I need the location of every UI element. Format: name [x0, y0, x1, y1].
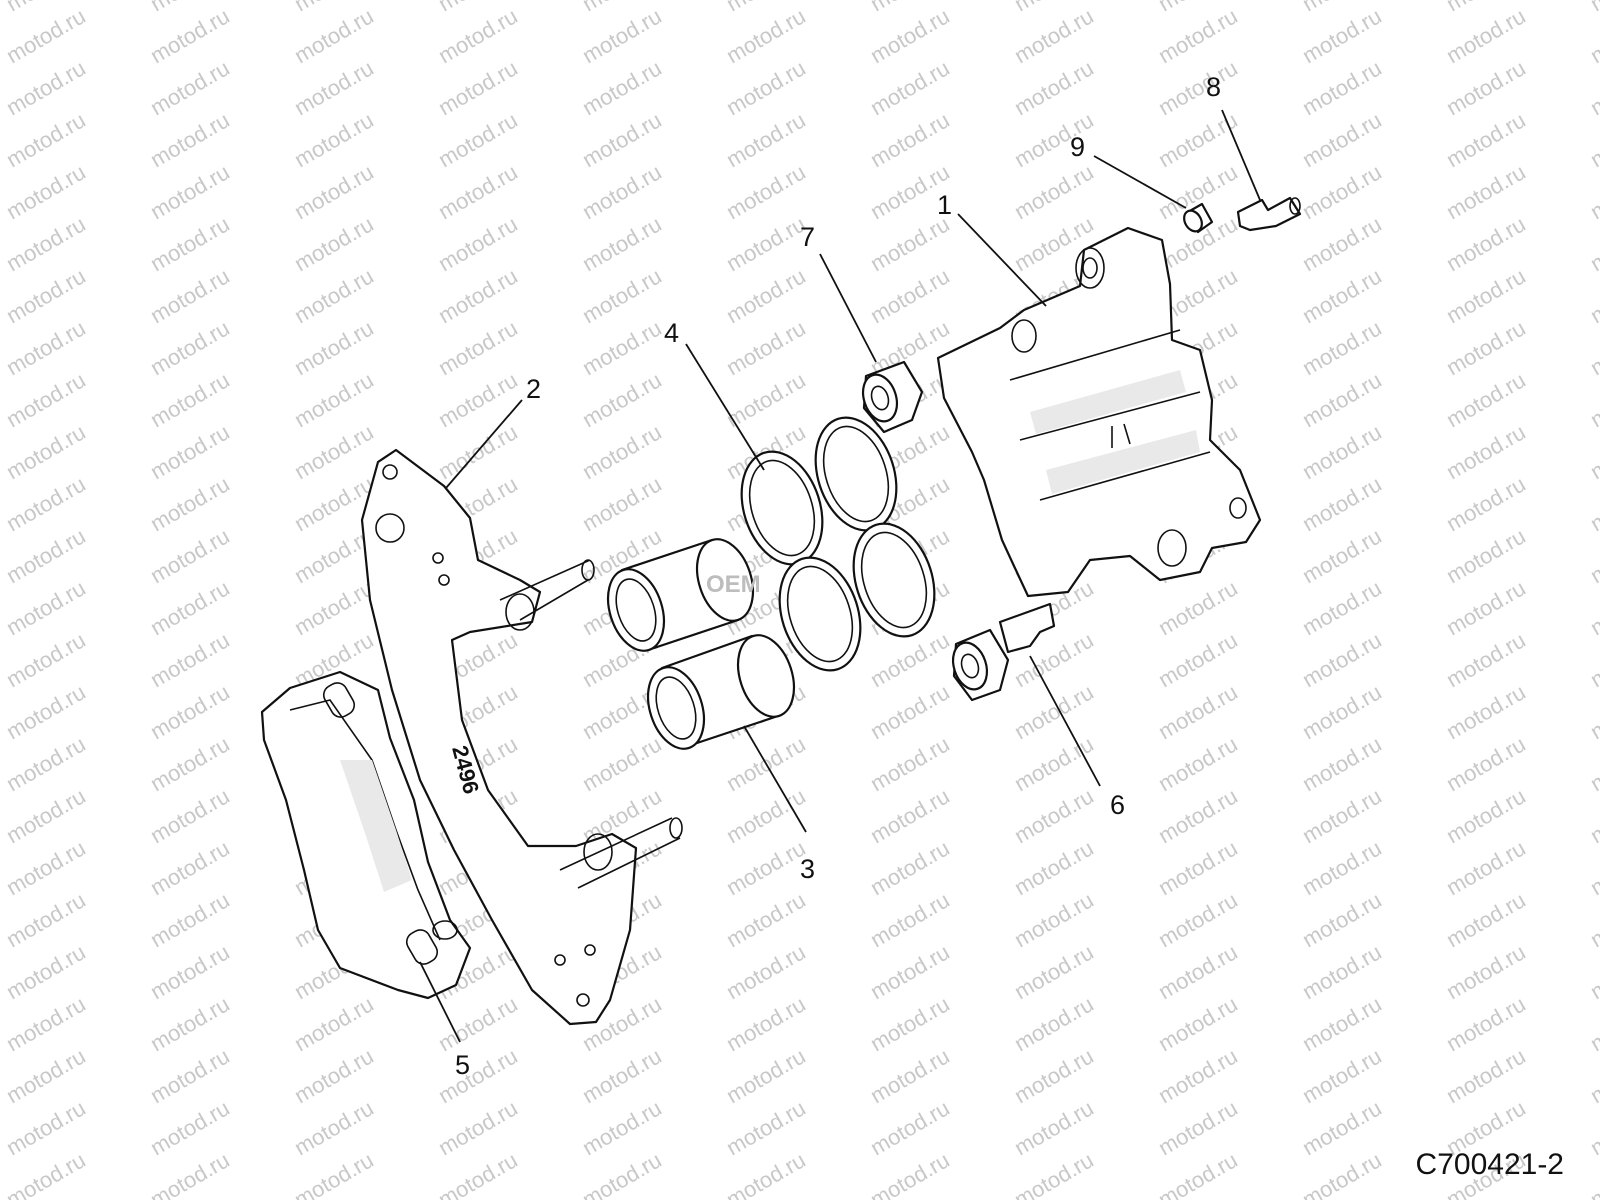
callout-9: 9 — [1070, 132, 1085, 162]
bleeder-cap — [1183, 202, 1214, 234]
leader-2 — [445, 399, 523, 489]
leader-7 — [819, 253, 877, 363]
piston-upper — [606, 538, 755, 652]
callout-2: 2 — [526, 374, 541, 404]
leader-3 — [743, 725, 807, 833]
callout-6: 6 — [1110, 790, 1125, 820]
leader-4 — [685, 343, 765, 471]
callout-5: 5 — [455, 1050, 470, 1080]
piston-lower — [646, 634, 796, 750]
leader-8 — [1221, 109, 1261, 201]
bleeder-screw — [1236, 196, 1302, 232]
callout-7: 7 — [800, 222, 815, 252]
leader-1 — [957, 213, 1047, 307]
piston-seals-outer — [740, 450, 862, 672]
brake-pad — [260, 670, 472, 1000]
leader-9 — [1093, 155, 1187, 209]
leader-lines — [419, 109, 1261, 1043]
watermark-text: motod.ru — [1586, 0, 1600, 16]
figure-code: C700421-2 — [1415, 1148, 1564, 1181]
callout-numbers: 1 2 3 4 5 6 7 8 9 — [455, 72, 1221, 1080]
callout-3: 3 — [800, 854, 815, 884]
bolt-with-boot — [951, 602, 1056, 702]
oem-fragment: OEM — [706, 571, 761, 598]
caliper-body — [936, 226, 1262, 598]
leader-5 — [419, 961, 461, 1043]
callout-1: 1 — [937, 190, 952, 220]
pin-boot — [861, 360, 924, 434]
piston-seals-inner — [814, 416, 936, 638]
callout-4: 4 — [664, 318, 679, 348]
leader-6 — [1029, 655, 1101, 787]
caliper-bracket: 2496 — [360, 448, 683, 1026]
callout-8: 8 — [1206, 72, 1221, 102]
